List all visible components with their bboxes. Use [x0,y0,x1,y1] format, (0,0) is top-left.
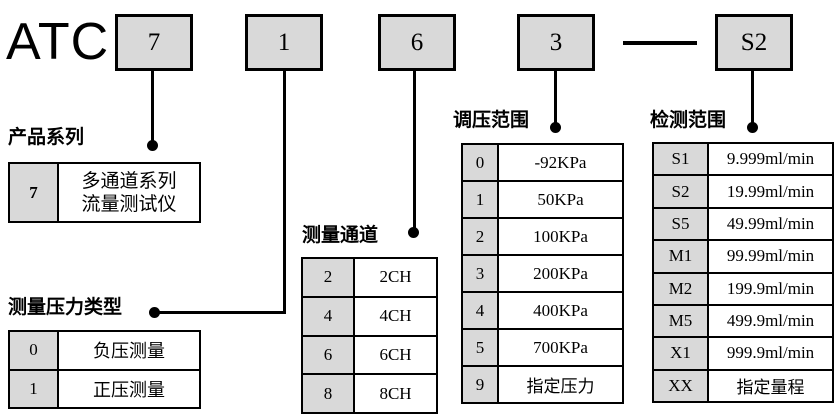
value-line: 流量测试仪 [81,193,177,215]
code-cell: S2 [654,176,709,207]
section-title-channels: 测量通道 [302,225,379,246]
connector-dot-detection-range [747,122,758,133]
table-row: 1 正压测量 [10,368,199,407]
table-row: 6 6CH [303,334,436,374]
table-row: XX 指定量程 [654,368,832,401]
connector-line-regulation-range [554,71,557,128]
table-pressure-type: 0 负压测量 1 正压测量 [8,330,201,409]
value-cell: 2CH [379,267,412,287]
code-cell: S1 [654,144,709,175]
value-cell: 50KPa [537,189,584,209]
table-product-series: 7 多通道系列 流量测试仪 [8,162,201,223]
value-cell: 负压测量 [93,341,165,362]
code-segment-detection-range: S2 [715,14,793,71]
table-row: 4 400KPa [463,291,622,328]
table-row: 4 4CH [303,295,436,335]
value-cell: 400KPa [533,300,588,320]
table-row: 2 100KPa [463,217,622,254]
connector-line-channels [413,70,416,233]
connector-dot-pressure-type [149,307,160,318]
value-cell: 999.9ml/min [726,343,815,363]
code-cell: 0 [463,145,499,180]
code-cell: 2 [463,219,499,254]
code-cell: M1 [654,241,709,272]
connector-line-pressure-type-vertical [283,70,286,314]
value-cell: 49.99ml/min [726,213,815,233]
code-segment-series: 7 [115,14,193,71]
value-cell: -92KPa [534,152,587,172]
value-cell: 100KPa [533,226,588,246]
connector-dot-series [147,140,158,151]
table-row: S5 49.99ml/min [654,206,832,240]
code-cell: 4 [463,293,499,328]
code-segment-regulation-range: 3 [517,14,595,71]
code-cell: 7 [10,164,59,221]
code-cell: 0 [10,332,59,369]
value-cell: 指定量程 [736,378,805,398]
connector-dot-regulation-range [550,122,561,133]
value-cell: 499.9ml/min [726,311,815,331]
section-title-detection-range: 检测范围 [650,110,727,131]
code-cell: 4 [303,297,355,335]
code-cell: 5 [463,330,499,365]
value-cell: 多通道系列 流量测试仪 [59,164,199,221]
value-cell: 8CH [379,383,412,403]
connector-line-detection-range [751,71,754,128]
value-cell: 700KPa [533,337,588,357]
value-cell: 正压测量 [93,379,165,400]
value-cell: 99.99ml/min [726,246,815,266]
code-cell: 1 [10,370,59,407]
value-cell: 199.9ml/min [726,278,815,298]
code-cell: XX [654,370,709,401]
table-row: M1 99.99ml/min [654,239,832,272]
code-cell: 9 [463,367,499,402]
code-cell: 1 [463,182,499,217]
code-segment-pressure-type: 1 [245,14,323,71]
table-row: 7 多通道系列 流量测试仪 [10,164,199,221]
code-cell: 6 [303,336,355,374]
table-row: 8 8CH [303,373,436,412]
table-row: 0 负压测量 [10,332,199,369]
table-row: 2 2CH [303,259,436,296]
code-cell: 3 [463,256,499,291]
value-cell: 200KPa [533,263,588,283]
table-row: S1 9.999ml/min [654,144,832,175]
code-cell: 2 [303,259,355,296]
section-title-pressure-type: 测量压力类型 [8,297,123,318]
connector-line-pressure-type-horizontal [155,311,286,314]
table-regulation-range: 0 -92KPa 1 50KPa 2 100KPa 3 200KPa 4 400… [461,143,624,404]
value-cell: 9.999ml/min [726,149,815,169]
value-cell: 19.99ml/min [726,181,815,201]
table-row: 3 200KPa [463,254,622,291]
table-row: X1 999.9ml/min [654,336,832,369]
table-row: 1 50KPa [463,180,622,217]
table-channels: 2 2CH 4 4CH 6 6CH 8 8CH [301,257,438,414]
code-segment-channels: 6 [378,14,456,71]
code-cell: M5 [654,305,709,337]
model-prefix-label: ATC [6,13,110,71]
connector-line-series [151,70,154,146]
code-cell: M2 [654,273,709,304]
section-title-product-series: 产品系列 [8,127,85,148]
code-cell: 8 [303,375,355,412]
code-cell: S5 [654,208,709,240]
value-cell: 4CH [379,306,412,326]
value-cell: 指定压力 [526,377,595,396]
table-row: S2 19.99ml/min [654,174,832,207]
value-line: 多通道系列 [81,170,177,192]
table-row: 9 指定压力 [463,365,622,402]
table-row: M2 199.9ml/min [654,271,832,304]
value-cell: 6CH [379,344,412,364]
table-detection-range: S1 9.999ml/min S2 19.99ml/min S5 49.99ml… [652,142,834,403]
section-title-regulation-range: 调压范围 [453,110,530,131]
code-separator-dash [623,41,697,45]
table-row: 5 700KPa [463,328,622,365]
code-cell: X1 [654,338,709,369]
table-row: M5 499.9ml/min [654,303,832,337]
table-row: 0 -92KPa [463,145,622,180]
connector-dot-channels [408,227,419,238]
